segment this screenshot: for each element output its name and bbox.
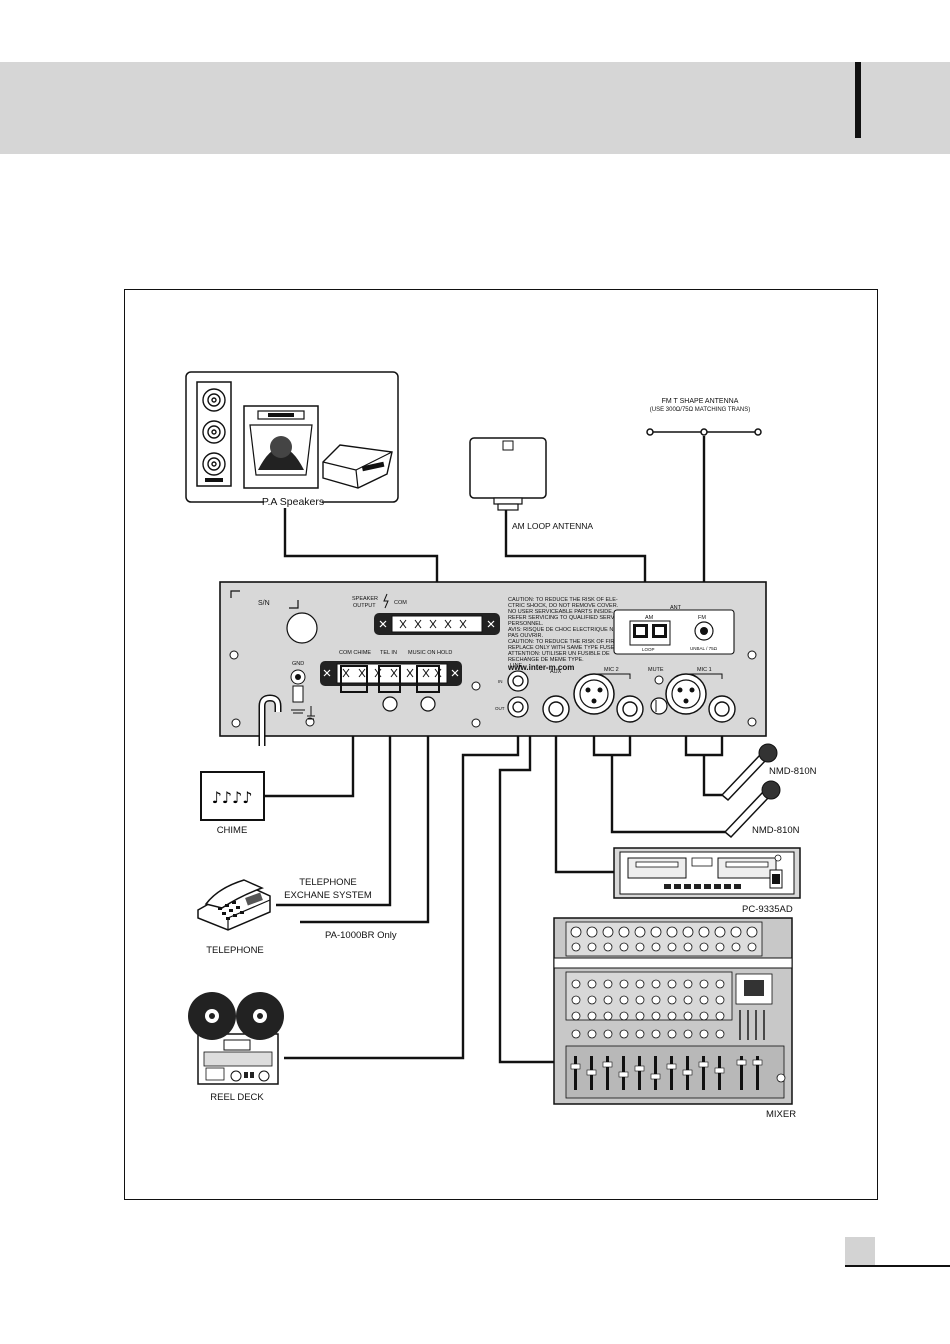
diagram-frame [124, 289, 878, 1200]
speaker-output-label-2: OUTPUT [353, 603, 376, 609]
tel-in-label: TEL IN [380, 650, 397, 656]
fm-antenna-label-1: FM T SHAPE ANTENNA [662, 398, 739, 405]
fm-label: FM [698, 615, 706, 621]
telephone-system-label-1: TELEPHONE [299, 877, 357, 888]
panel-screws [229, 650, 757, 728]
header-band [0, 62, 950, 154]
reel-deck-device: REEL DECK [188, 992, 284, 1103]
caution-line-9: REPLACE ONLY WITH SAME TYPE FUSE. [508, 645, 616, 651]
caution-line-1: CAUTION: TO REDUCE THE RISK OF ELE- [508, 597, 618, 603]
caution-line-11: RECHANGE DE MEME TYPE. [508, 657, 584, 663]
cassette-deck: PC-9335AD [613, 847, 801, 915]
mute-label: MUTE [648, 667, 664, 673]
aux-label: AUX [550, 669, 562, 675]
chime-label: CHIME [217, 825, 248, 836]
pa-only-label: PA-1000BR Only [325, 930, 397, 941]
website-label: www.inter-m.com [507, 663, 574, 672]
fm-t-antenna: FM T SHAPE ANTENNA (USE 300Ω/75Ω MATCHIN… [646, 398, 762, 436]
microphone-top: NMD-810N [720, 743, 817, 802]
unbal-label: UNBAL / 75Ω [690, 646, 718, 651]
caution-line-8: CAUTION: TO REDUCE THE RISK OF FIRE [508, 639, 618, 645]
caution-line-10: ATTENTION: UTILISER UN FUSIBLE DE [508, 651, 610, 657]
caution-line-4: REFER SERVICING TO QUALIFIED SERVICE [508, 615, 624, 621]
mic-bottom-label: NMD-810N [752, 825, 800, 836]
rear-panel: S/N SPEAKER OUTPUT COM CAUTION: TO REDUC… [219, 581, 767, 746]
caution-line-3: NO USER SERVICEABLE PARTS INSIDE. [508, 609, 614, 615]
mic2-label: MIC 2 [604, 667, 619, 673]
mixer-knobs [571, 979, 725, 1039]
telephone-system-label-2: EXCHANE SYSTEM [284, 890, 372, 901]
cassette-label: PC-9335AD [742, 904, 793, 915]
mixer-label: MIXER [766, 1109, 796, 1120]
reel-deck-label: REEL DECK [210, 1092, 264, 1103]
caution-line-7: PAS OUVRIR. [508, 633, 544, 639]
serial-label: S/N [258, 600, 270, 607]
am-antenna-label: AM LOOP ANTENNA [512, 521, 593, 531]
gnd-label: GND [292, 661, 304, 667]
music-on-hold-label: MUSIC ON HOLD [408, 650, 452, 656]
loop-label: LOOP [642, 647, 655, 652]
am-label: AM [645, 615, 654, 621]
telephone-device: TELEPHONE EXCHANE SYSTEM PA-1000BR Only … [197, 877, 397, 956]
microphone-bottom: NMD-810N [723, 780, 800, 839]
chime-notes-icon: ♪♪♪♪ [212, 788, 253, 807]
fm-antenna-label-2: (USE 300Ω/75Ω MATCHING TRANS) [650, 407, 750, 413]
caution-line-5: PERSONNEL. [508, 621, 544, 627]
line-in-label: IN [498, 679, 503, 684]
speaker-com-label: COM [394, 600, 407, 606]
pa-speakers-label: P.A Speakers [262, 496, 324, 508]
mixer-device: MIXER [553, 917, 796, 1120]
page-number-tab [845, 1237, 875, 1265]
chime-device: ♪♪♪♪ CHIME [200, 771, 265, 836]
caution-text: CAUTION: TO REDUCE THE RISK OF ELE- CTRI… [507, 597, 624, 672]
speaker-terminals [399, 619, 467, 629]
speaker-output-label-1: SPEAKER [352, 596, 378, 602]
line-label: LINE [510, 663, 523, 669]
line-out-label: OUT [495, 706, 505, 711]
page-footer-rule [845, 1265, 950, 1267]
telephone-label: TELEPHONE [206, 945, 264, 956]
caution-line-2: CTRIC SHOCK, DO NOT REMOVE COVER. [508, 603, 619, 609]
mic1-label: MIC 1 [697, 667, 712, 673]
mixer-input-jacks [570, 926, 758, 952]
header-accent-bar [855, 62, 861, 138]
mic-top-label: NMD-810N [769, 766, 817, 777]
pa-speakers: P.A Speakers [185, 371, 399, 508]
com-chime-label: COM CHIME [339, 650, 371, 656]
am-loop-antenna: AM LOOP ANTENNA [469, 437, 593, 531]
caution-line-6: AVIS: RISQUE DE CHOC ELECTRIQUE NE [508, 627, 617, 633]
ant-label: ANT [670, 605, 682, 611]
